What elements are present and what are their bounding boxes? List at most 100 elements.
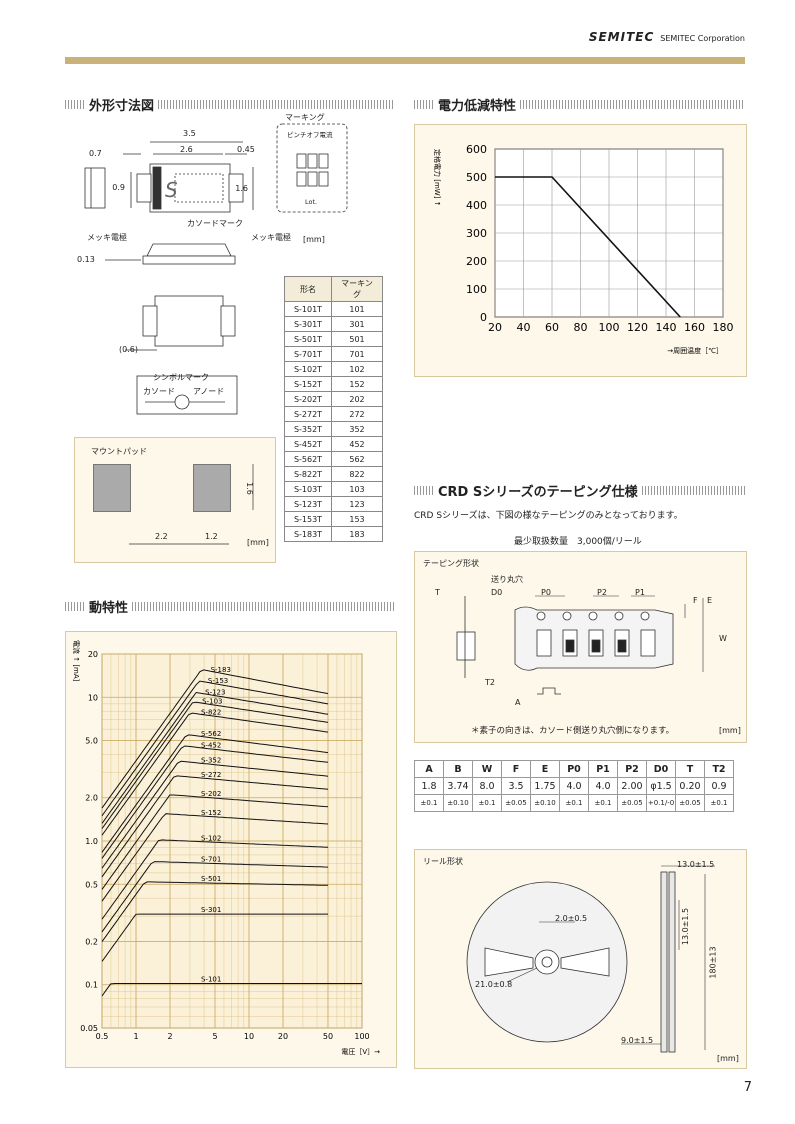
spec-cell: A <box>414 760 444 778</box>
table-cell: S-103T <box>284 481 332 497</box>
pad-right <box>193 464 231 512</box>
series-label: S-103 <box>202 697 222 705</box>
symbol-mark-label: シンボルマーク <box>153 373 209 382</box>
min-qty: 最少取扱数量 3,000個/リール <box>514 537 642 547</box>
series-line-S-562 <box>101 734 329 853</box>
table-cell: 272 <box>331 406 383 422</box>
x-tick-label: 50 <box>323 1032 333 1041</box>
y-tick-label: 2.0 <box>85 794 98 803</box>
x-tick-label: 20 <box>488 321 502 334</box>
spec-cell: T <box>675 760 705 778</box>
x-tick-label: 160 <box>684 321 705 334</box>
dim-0-9: 0.9 <box>112 183 125 192</box>
table-cell: S-183T <box>284 526 332 542</box>
marking-logo-s: S <box>165 178 178 202</box>
series-label: S-352 <box>201 757 221 765</box>
y-tick-label: 0.5 <box>85 880 98 889</box>
spec-cell: 1.8 <box>414 777 444 795</box>
series-line-S-101 <box>101 983 362 997</box>
x-tick-label: 180 <box>713 321 734 334</box>
spec-cell: P2 <box>617 760 647 778</box>
x-tick-label: 2 <box>167 1032 172 1041</box>
table-cell: S-452T <box>284 436 332 452</box>
x-tick-label: 5 <box>212 1032 217 1041</box>
marking-table-header: マーキング <box>331 276 383 302</box>
table-cell: 183 <box>331 526 383 542</box>
dim-3-5: 3.5 <box>183 129 196 138</box>
spec-cell: ±0.1 <box>472 794 502 812</box>
series-label: S-562 <box>201 730 221 738</box>
table-cell: 822 <box>331 466 383 482</box>
series-label: S-102 <box>201 834 221 842</box>
tape-label-A: A <box>515 698 521 707</box>
x-tick-label: 10 <box>244 1032 254 1041</box>
series-line-S-272 <box>101 775 329 878</box>
reel-dim-13: 13.0±1.5 <box>677 860 715 869</box>
y-tick-label: 0.1 <box>85 981 98 990</box>
table-cell: 452 <box>331 436 383 452</box>
spec-cell: D0 <box>646 760 676 778</box>
x-axis-label: 電圧［V］→ <box>341 1048 380 1056</box>
tape-label-P0: P0 <box>541 588 551 597</box>
plating-right-label: メッキ電極 <box>251 232 291 242</box>
y-tick-label: 400 <box>466 199 487 212</box>
spec-cell: ±0.1 <box>414 794 444 812</box>
tape-label-T: T <box>435 588 440 597</box>
table-cell: 102 <box>331 361 383 377</box>
spec-cell: 0.9 <box>704 777 734 795</box>
series-label: S-272 <box>201 771 221 779</box>
series-line-S-123 <box>101 691 329 824</box>
spec-cell: φ1.5 <box>646 777 676 795</box>
dim-0-13: 0.13 <box>77 255 95 264</box>
spec-cell: ±0.05 <box>675 794 705 812</box>
table-cell: S-152T <box>284 376 332 392</box>
tape-box: テーピング形状 送り丸穴 T D0 P0 P2 P1 F E W T2 A ＊素… <box>414 551 747 743</box>
y-tick-label: 100 <box>466 283 487 296</box>
series-line-S-501 <box>101 881 329 942</box>
series-label: S-501 <box>201 875 221 883</box>
spec-cell: T2 <box>704 760 734 778</box>
table-cell: 501 <box>331 331 383 347</box>
series-label: S-123 <box>205 688 225 696</box>
cathode-label: カソード <box>143 387 175 396</box>
spec-cell: E <box>530 760 560 778</box>
spec-cell: P1 <box>588 760 618 778</box>
series-line-S-202 <box>101 794 329 890</box>
y-tick-label: 0.05 <box>80 1024 98 1033</box>
series-line-S-152 <box>101 813 329 902</box>
tape-label-P1: P1 <box>635 588 645 597</box>
taping-note: CRD Sシリーズは、下図の様なテーピングのみとなっております。 <box>414 511 683 521</box>
spec-cell: 8.0 <box>472 777 502 795</box>
y-tick-label: 5.0 <box>85 737 98 746</box>
page-number: 7 <box>743 1080 752 1095</box>
spec-cell: ±0.05 <box>501 794 531 812</box>
spec-cell: ±0.1 <box>704 794 734 812</box>
pad-dim-2-2: 2.2 <box>155 532 168 541</box>
series-label: S-153 <box>208 677 228 685</box>
header-rule <box>65 57 745 64</box>
spec-cell: 4.0 <box>588 777 618 795</box>
table-cell: S-202T <box>284 391 332 407</box>
y-axis-label: 電流 ↑ [mA] <box>72 640 81 682</box>
series-label: S-301 <box>201 906 221 914</box>
table-cell: 123 <box>331 496 383 512</box>
series-line-S-102 <box>101 839 329 920</box>
x-tick-label: 20 <box>278 1032 288 1041</box>
y-tick-label: 20 <box>88 650 98 659</box>
company-name: SEMITEC Corporation <box>660 34 745 43</box>
tape-label-E: E <box>707 596 713 605</box>
dim-0-45: 0.45 <box>237 145 255 154</box>
brand-name: SEMITEC <box>588 30 655 44</box>
